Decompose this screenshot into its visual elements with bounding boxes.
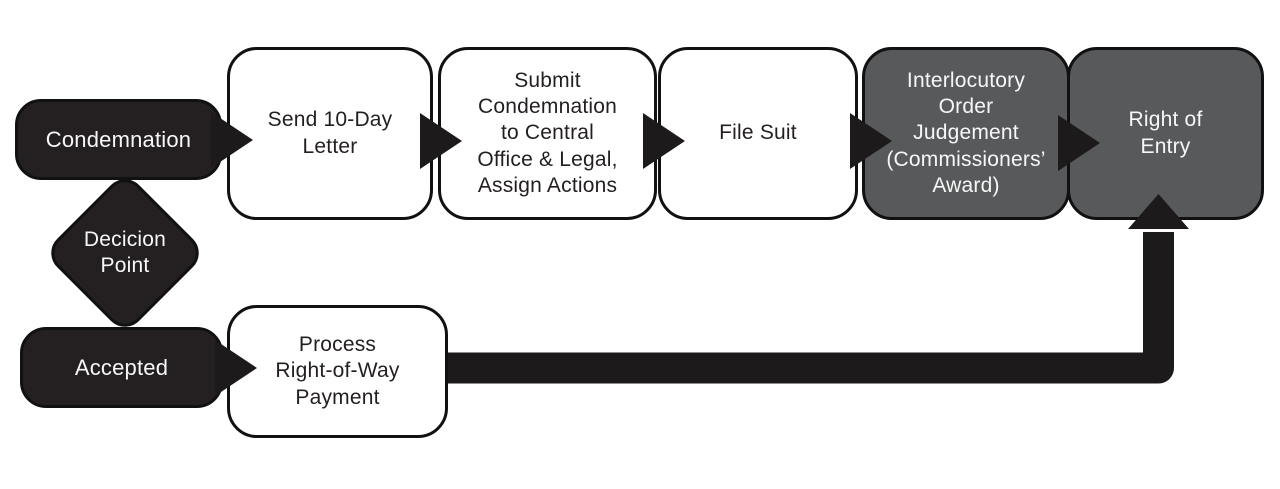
node-label: Interlocutory Order Judgement (Commissio… [886, 68, 1046, 197]
node-label: Right of Entry [1128, 108, 1203, 158]
flow-arrow-icon [420, 113, 462, 169]
node-label: Accepted [74, 354, 169, 380]
node-label: File Suit [719, 121, 797, 145]
decision-point-label: Decicion Point [45, 215, 205, 291]
flow-arrow-icon [643, 113, 685, 169]
flow-arrow-icon [1058, 115, 1100, 171]
node-interlocutory-order: Interlocutory Order Judgement (Commissio… [862, 47, 1070, 220]
node-label: Send 10-Day Letter [267, 108, 393, 158]
node-accepted: Accepted [20, 327, 223, 408]
node-process-payment: Process Right-of-Way Payment [227, 305, 448, 438]
node-label: Condemnation [45, 126, 192, 152]
flow-arrow-icon [850, 113, 892, 169]
node-condemnation: Condemnation [15, 99, 222, 180]
node-label: Submit Condemnation to Central Office & … [477, 68, 618, 197]
node-send-10-day-letter: Send 10-Day Letter [227, 47, 433, 220]
node-label: Process Right-of-Way Payment [275, 333, 400, 409]
node-label: Decicion Point [83, 227, 167, 277]
elbow-connector-line [448, 232, 1174, 384]
flow-arrow-icon [211, 112, 253, 168]
node-file-suit: File Suit [658, 47, 858, 220]
flow-arrow-icon [215, 340, 257, 396]
node-submit-condemnation: Submit Condemnation to Central Office & … [438, 47, 657, 220]
